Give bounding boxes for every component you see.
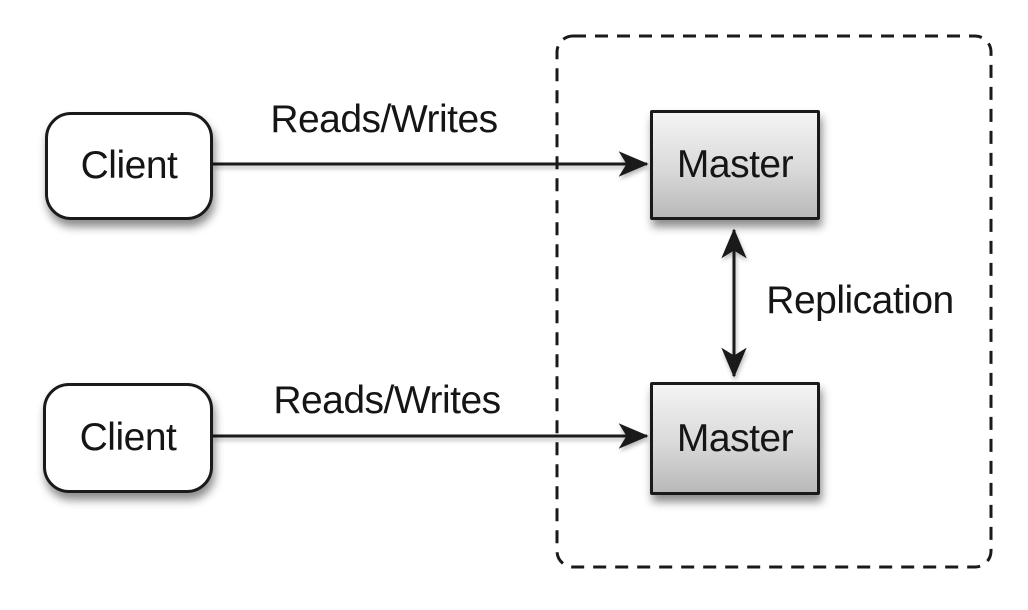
master-node-2-label: Master	[676, 416, 794, 460]
master-node-2: Master	[650, 382, 820, 495]
master-node-1: Master	[650, 110, 820, 220]
reads-writes-label-bottom: Reads/Writes	[273, 379, 501, 422]
replication-group-border	[555, 34, 993, 569]
reads-writes-label-top: Reads/Writes	[270, 98, 498, 141]
client-node-1-label: Client	[80, 144, 178, 187]
client-node-2-label: Client	[79, 416, 177, 459]
client-node-2: Client	[43, 383, 213, 493]
master-node-1-label: Master	[676, 143, 794, 186]
client-node-1: Client	[45, 112, 213, 220]
replication-label: Replication	[766, 279, 954, 322]
